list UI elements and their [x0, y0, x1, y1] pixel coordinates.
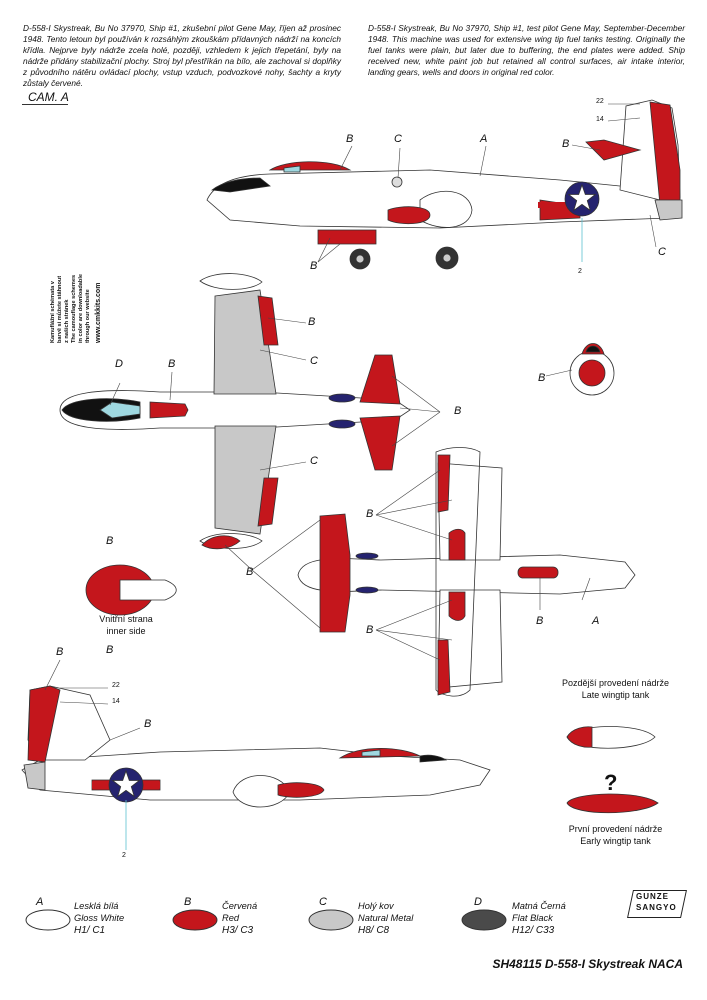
legend-letter-a: A: [36, 896, 44, 908]
callout-2: 2: [578, 268, 582, 275]
tank-variants: [566, 726, 659, 814]
callout-c: C: [658, 246, 666, 258]
top-view: [59, 273, 411, 550]
legend-code: H12/ C33: [512, 925, 555, 937]
callout-b: B: [366, 624, 374, 636]
legend-letter-d: D: [474, 896, 482, 908]
callout-b: B: [538, 372, 546, 384]
callout-b: B: [310, 260, 318, 272]
legend-code: H8/ C8: [358, 925, 390, 937]
question-mark: ?: [604, 770, 618, 795]
legend-item-a: Lesklá bílá Gloss White H1/ C1: [74, 900, 124, 937]
callout-a: A: [480, 133, 488, 145]
callout-b: B: [346, 133, 354, 145]
scheme-label: CAM. A: [28, 90, 69, 104]
legend-letter-c: C: [319, 896, 327, 908]
brand-line: SANGYO: [636, 903, 677, 912]
front-view: [569, 343, 615, 396]
side-note-line: in color are downloadable: [78, 273, 84, 343]
legend-item-c: Holý kov Natural Metal H8/ C8: [358, 900, 413, 937]
callout-b: B: [366, 508, 374, 520]
legend-code: H3/ C3: [222, 925, 254, 937]
description-czech: D-558-I Skystreak, Bu No 37970, Ship #1,…: [23, 23, 341, 88]
caption-cz: Pozdější provedení nádrže: [561, 678, 670, 688]
callout-2: 2: [122, 852, 126, 859]
legend-en: Natural Metal: [358, 913, 414, 924]
caption-en: inner side: [106, 625, 146, 636]
bottom-view: [297, 447, 636, 697]
legend-cz: Matná Černá: [512, 901, 566, 911]
caption-en: Early wingtip tank: [580, 835, 651, 846]
tank-inner-view: [85, 564, 177, 616]
legend-cz: Červená: [222, 901, 258, 911]
callout-b: B: [454, 405, 462, 417]
legend-cz: Holý kov: [358, 901, 394, 911]
caption-cz: První provedení nádrže: [568, 824, 663, 834]
legend-item-b: Červená Red H3/ C3: [222, 900, 257, 937]
callout-c: C: [310, 455, 318, 467]
legend-en: Flat Black: [512, 913, 553, 924]
legend-code: H1/ C1: [74, 925, 106, 937]
callout-b: B: [168, 358, 176, 370]
callout-b: B: [246, 566, 254, 578]
side-note-line: z našich stránek: [64, 299, 70, 343]
product-code: SH48115 D-558-I Skystreak NACA: [492, 957, 683, 971]
legend-letter-b: B: [184, 896, 192, 908]
callout-a: A: [592, 615, 600, 627]
callout-22: 22: [112, 682, 120, 689]
callout-b: B: [106, 535, 114, 547]
description-english: D-558-I Skystreak, Bu No 37970, Ship #1,…: [368, 23, 685, 77]
side-note-line: Kamuflážní schémata v: [50, 281, 56, 343]
legend-en: Red: [222, 913, 240, 924]
callout-b: B: [536, 615, 544, 627]
swatch-red: [172, 909, 218, 931]
legend-en: Gloss White: [74, 913, 125, 924]
swatch-natural-metal: [308, 909, 354, 931]
callout-22: 22: [596, 98, 604, 105]
callout-b: B: [56, 646, 64, 658]
inner-side-caption: Vnitřní strana inner side: [86, 614, 166, 637]
scheme-underline: [22, 104, 68, 105]
swatch-gloss-white: [25, 909, 71, 931]
callout-c: C: [394, 133, 402, 145]
late-tank-caption: Pozdější provedení nádrže Late wingtip t…: [548, 678, 683, 701]
side-profile-right-view: [21, 685, 491, 850]
side-profile-left-view: [206, 99, 683, 270]
side-note-line: barvě si můžete stáhnout: [57, 275, 63, 343]
caption-en: Late wingtip tank: [581, 689, 650, 700]
callout-14: 14: [596, 116, 604, 123]
legend-item-d: Matná Černá Flat Black H12/ C33: [512, 900, 566, 937]
caption-cz: Vnitřní strana: [99, 614, 153, 624]
callout-14: 14: [112, 698, 120, 705]
legend-cz: Lesklá bílá: [74, 901, 119, 911]
side-note-line: The camouflage schemes: [71, 274, 77, 343]
callout-b: B: [308, 316, 316, 328]
website-url: www.cmkkits.com: [95, 282, 102, 343]
swatch-flat-black: [461, 909, 507, 931]
brand-line: GUNZE: [636, 892, 669, 901]
callout-b: B: [562, 138, 570, 150]
website-note: Kamuflážní schémata v barvě si můžete st…: [48, 175, 102, 345]
side-note-line: through our website: [85, 289, 91, 343]
leader-lines: [44, 103, 657, 741]
gunze-sangyo-logo: GUNZE SANGYO: [626, 886, 687, 920]
callout-c: C: [310, 355, 318, 367]
callout-b: B: [106, 644, 114, 656]
callout-b: B: [144, 718, 152, 730]
legend-swatches: [25, 909, 507, 931]
early-tank-caption: První provedení nádrže Early wingtip tan…: [548, 824, 683, 847]
callout-d: D: [115, 358, 123, 370]
